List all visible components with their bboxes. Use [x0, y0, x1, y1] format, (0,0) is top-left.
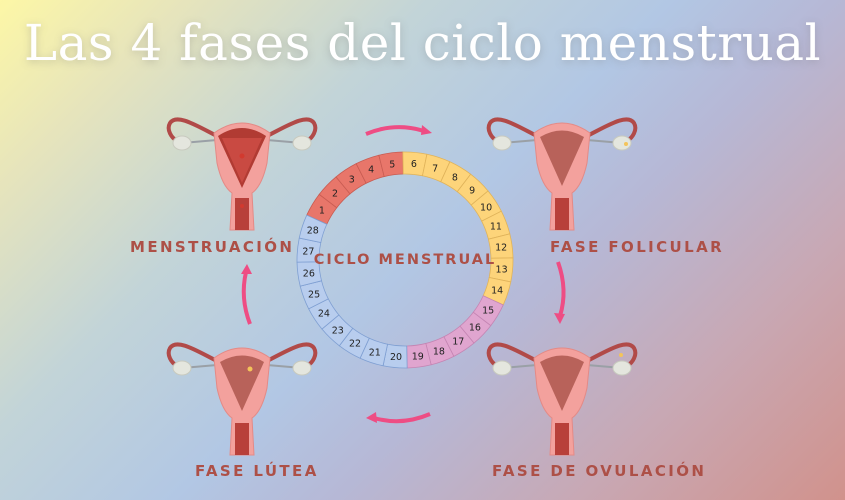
ring-day-label: 9 [469, 186, 475, 197]
ring-day-label: 27 [302, 247, 314, 258]
uterus-menstruacion-icon [162, 108, 322, 233]
ring-day-label: 28 [307, 225, 319, 236]
page-title: Las 4 fases del ciclo menstrual [23, 14, 822, 72]
arrow-top-icon [365, 125, 432, 136]
ring-day-label: 10 [480, 202, 492, 213]
ring-day-label: 16 [469, 323, 481, 334]
ring-day-label: 11 [490, 222, 502, 233]
ring-day-label: 15 [482, 305, 494, 316]
ring-day-label: 14 [491, 286, 503, 297]
ring-day-label: 22 [349, 339, 361, 350]
label-folicular: FASE FOLICULAR [550, 238, 725, 256]
ring-day-label: 1 [319, 206, 325, 217]
ring-day-label: 4 [368, 165, 374, 176]
arrow-right-icon [554, 261, 566, 324]
label-lutea: FASE LÚTEA [195, 462, 319, 480]
ring-day-label: 17 [452, 337, 464, 348]
center-label: CICLO MENSTRUAL [314, 252, 497, 268]
ring-day-label: 12 [495, 243, 507, 254]
uterus-ovulacion-icon [482, 333, 642, 458]
uterus-lutea-icon [162, 333, 322, 458]
arrow-left-icon [241, 264, 252, 325]
label-ovulacion: FASE DE OVULACIÓN [492, 462, 707, 480]
ring-day-label: 7 [432, 163, 438, 174]
ring-day-label: 13 [496, 264, 508, 275]
ring-day-label: 23 [332, 325, 344, 336]
label-menstruacion: MENSTRUACIÓN [130, 238, 295, 256]
ring-day-label: 25 [308, 289, 320, 300]
ring-day-label: 21 [369, 348, 381, 359]
ring-day-label: 3 [349, 174, 355, 185]
ring-day-label: 2 [332, 188, 338, 199]
ring-segment-day-28 [298, 214, 328, 244]
ring-day-label: 8 [452, 172, 458, 183]
ring-day-label: 5 [389, 159, 395, 170]
ring-day-label: 6 [411, 159, 417, 170]
arrow-bottom-icon [366, 412, 431, 424]
ring-day-label: 19 [412, 352, 424, 363]
ring-day-label: 18 [433, 346, 445, 357]
ring-day-label: 24 [318, 309, 330, 320]
uterus-folicular-icon [482, 108, 642, 233]
ring-day-label: 20 [390, 352, 402, 363]
ring-day-label: 26 [303, 268, 315, 279]
